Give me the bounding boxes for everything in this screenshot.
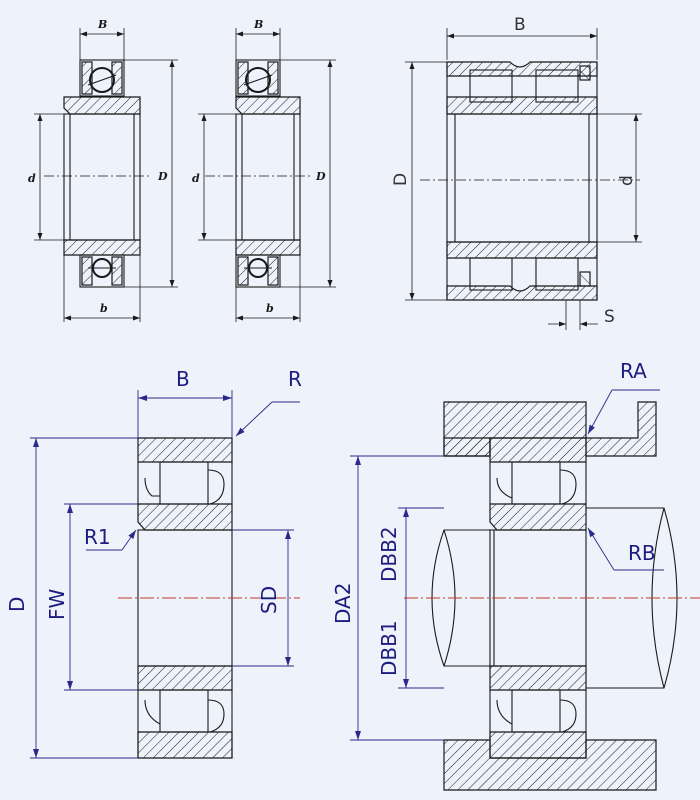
fig4-FW-label: FW bbox=[45, 588, 69, 620]
fig4-B-label: B bbox=[176, 367, 190, 391]
fig2-B-label: B bbox=[253, 18, 263, 31]
figure-4-cylindrical-roller-bearing: B R R1 D FW SD bbox=[5, 367, 302, 759]
fig1-D-label: D bbox=[157, 170, 168, 183]
fig5-DA2-label: DA2 bbox=[331, 583, 355, 624]
fig2-b-label: b bbox=[266, 302, 274, 315]
fig3-D-label: D bbox=[391, 173, 411, 186]
figure-3-double-row-roller: B D d S bbox=[391, 15, 642, 330]
fig5-DBB2-label: DBB2 bbox=[377, 526, 401, 582]
fig4-D-label: D bbox=[5, 597, 29, 612]
fig3-B-label: B bbox=[514, 15, 526, 35]
figure-1-bearing-ball-cage: B d D b bbox=[28, 18, 178, 322]
fig1-b-label: b bbox=[100, 302, 108, 315]
fig2-d-label: d bbox=[192, 172, 200, 185]
fig5-RA-label: RA bbox=[620, 359, 647, 383]
figure-2-bearing-ball-cage: B d D b bbox=[192, 18, 336, 322]
fig4-R-label: R bbox=[288, 367, 302, 391]
fig2-D-label: D bbox=[315, 170, 326, 183]
figure-5-mounting-arrangement: RA RB DA2 DBB2 DBB1 bbox=[331, 359, 700, 791]
fig3-S-label: S bbox=[604, 307, 615, 327]
fig1-d-label: d bbox=[28, 172, 36, 185]
fig4-SD-label: SD bbox=[257, 586, 281, 614]
fig4-R1-label: R1 bbox=[84, 525, 111, 549]
fig3-d-label: d bbox=[617, 175, 637, 186]
fig5-DBB1-label: DBB1 bbox=[377, 620, 401, 676]
fig5-RB-label: RB bbox=[628, 541, 656, 565]
fig1-B-label: B bbox=[97, 18, 107, 31]
